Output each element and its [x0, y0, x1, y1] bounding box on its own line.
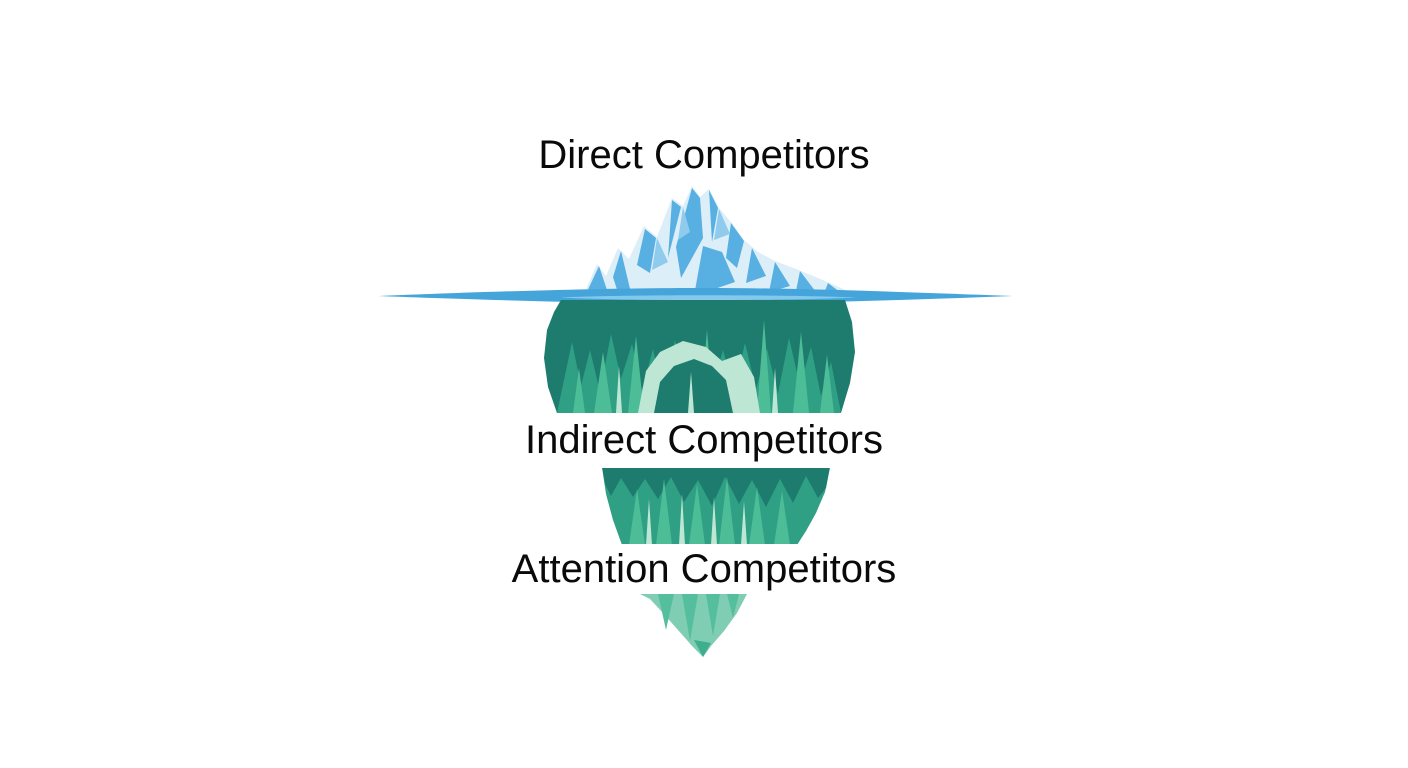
iceberg-above-water: [583, 186, 858, 296]
label-direct-competitors: Direct Competitors: [0, 130, 1408, 180]
iceberg-arch-cavity: [654, 359, 733, 413]
iceberg-underwater-tip: [640, 594, 747, 657]
waterline: [378, 288, 1013, 304]
iceberg-underwater-upper: [544, 300, 855, 413]
iceberg-above-water-facets: [585, 188, 845, 296]
iceberg-above-water-highlights: [652, 207, 730, 270]
label-indirect-competitors-text: Indirect Competitors: [525, 418, 883, 462]
iceberg-underwater-middle: [602, 467, 830, 545]
waterline-highlight: [560, 295, 856, 301]
label-direct-competitors-text: Direct Competitors: [538, 132, 870, 177]
label-attention-competitors: Attention Competitors: [0, 544, 1408, 594]
label-indirect-competitors: Indirect Competitors: [0, 413, 1408, 468]
label-attention-competitors-text: Attention Competitors: [511, 546, 897, 591]
